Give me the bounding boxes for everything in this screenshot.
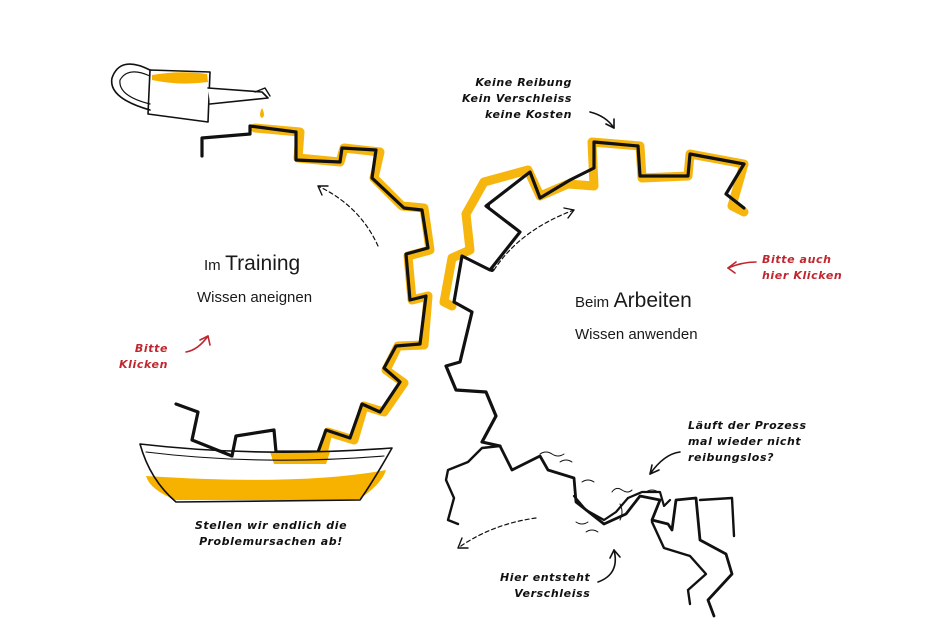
- arrow-click-right: [727, 261, 757, 274]
- note-process: Läuft der Prozess mal wieder nicht reibu…: [688, 419, 807, 464]
- watering-can-icon: [110, 63, 271, 123]
- gear-worn: [444, 444, 736, 618]
- training-title: Training: [225, 252, 301, 275]
- note-causes: Stellen wir endlich die Problemursachen …: [194, 519, 348, 548]
- arbeiten-title: Arbeiten: [613, 289, 692, 312]
- gear-arbeiten[interactable]: [439, 137, 749, 448]
- note-no-friction: Keine Reibung Kein Verschleiss keine Kos…: [462, 76, 573, 121]
- arrow-no-friction: [589, 111, 615, 129]
- gear-training[interactable]: [174, 123, 435, 463]
- note-click-left[interactable]: Bitte Klicken: [119, 342, 169, 371]
- oil-bath-icon: [139, 443, 393, 503]
- note-wear: Hier entsteht Verschleiss: [500, 571, 591, 600]
- arbeiten-subtitle: Wissen anwenden: [575, 326, 698, 343]
- arbeiten-heading: Beim Arbeiten: [575, 289, 692, 313]
- arbeiten-prefix: Beim: [575, 294, 610, 311]
- training-prefix: Im: [204, 257, 221, 274]
- arrow-wear: [597, 549, 621, 583]
- training-subtitle: Wissen aneignen: [197, 289, 313, 306]
- arrow-click-left: [185, 335, 211, 353]
- arrow-process: [649, 451, 681, 475]
- training-heading: Im Training: [204, 252, 300, 276]
- note-click-right[interactable]: Bitte auch hier Klicken: [762, 253, 843, 282]
